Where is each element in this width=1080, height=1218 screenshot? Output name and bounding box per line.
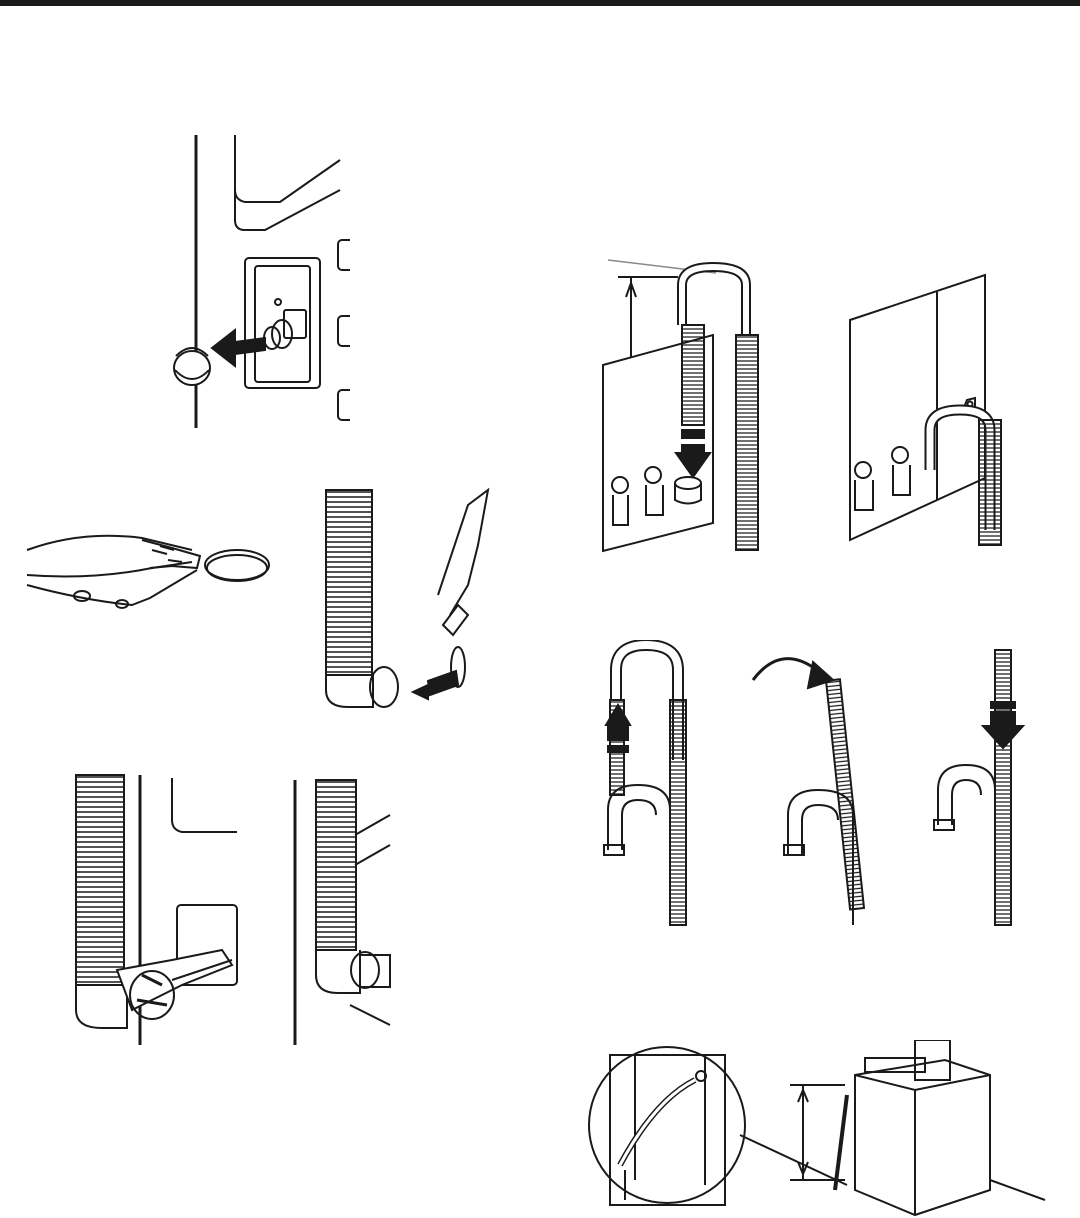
locking-pliers-illustration [22,520,282,620]
floor-drain-illustration [585,1040,1055,1218]
drain-cap-removal-illustration [160,130,350,430]
standpipe-drain-illustration [598,255,788,555]
hose-form-steps-illustration [598,640,1028,930]
header-rule [0,0,1080,6]
laundry-tub-drain-illustration [845,270,1025,550]
installed-hose-illustration [290,775,400,1050]
hose-clamp-illustration [318,485,498,715]
wrench-illustration [72,770,247,1050]
